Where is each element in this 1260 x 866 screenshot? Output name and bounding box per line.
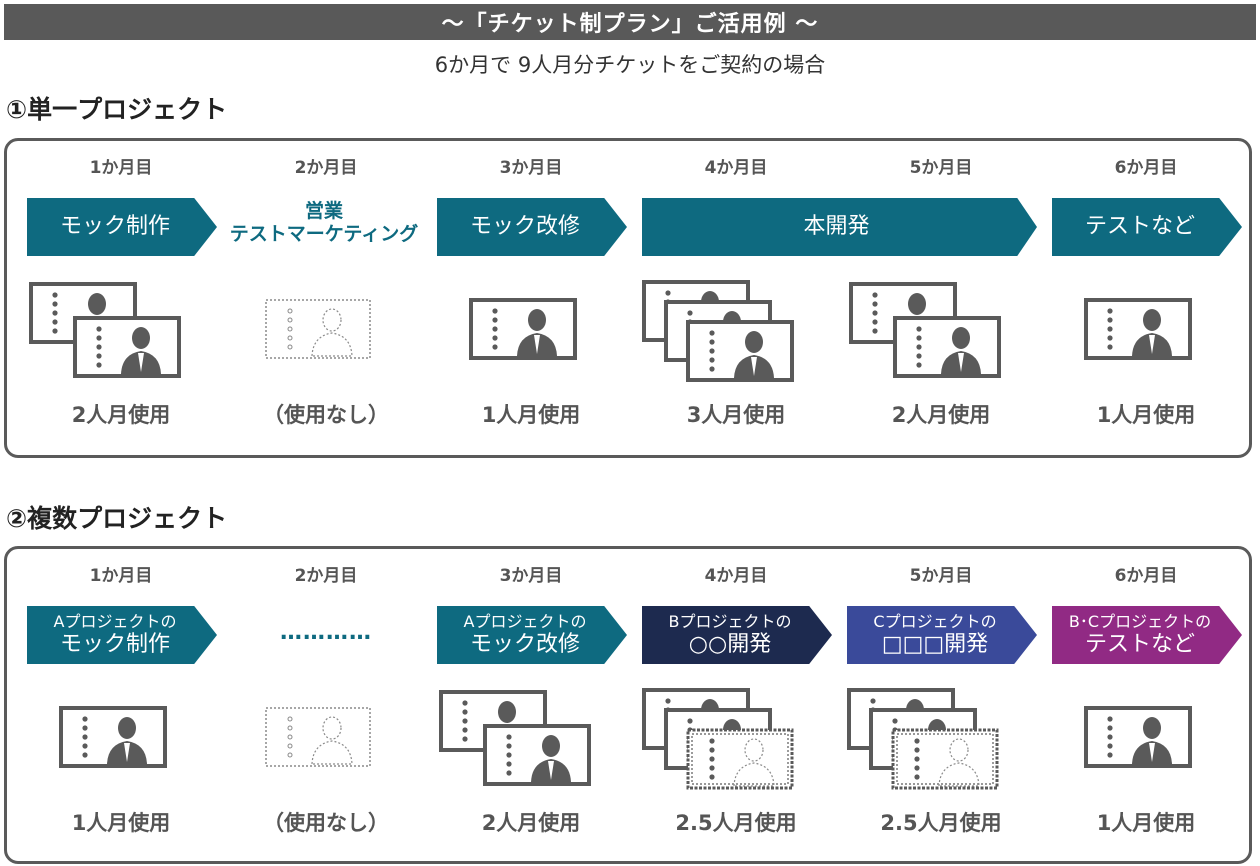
ticket-icon-s0-m5-0 — [1084, 298, 1192, 360]
usage-label-s0-m2: 1人月使用 — [481, 403, 581, 427]
month-label-s1-m0: 1か月目 — [89, 566, 153, 586]
month-label-s0-m2: 3か月目 — [499, 158, 563, 178]
activity-label-s1-m5-line1: テストなど — [1084, 631, 1195, 657]
ticket-stack-s0-m4 — [849, 282, 1001, 378]
month-label-s1-m2: 3か月目 — [499, 566, 563, 586]
ticket-stack-s1-m2 — [439, 690, 591, 786]
ticket-icon-s1-m4-2 — [891, 728, 999, 790]
activity-label-s0-m1-line0: 営業 — [304, 200, 343, 223]
activity-label-s0-m1-line1: テストマーケティング — [229, 223, 419, 245]
ticket-stack-s0-m2 — [469, 298, 577, 360]
ticket-icon-s0-m2-0 — [469, 298, 577, 360]
usage-label-s1-m2: 2人月使用 — [481, 811, 581, 835]
usage-label-s1-m5: 1人月使用 — [1096, 811, 1196, 835]
activity-label-s0-m0-line0: モック制作 — [59, 214, 170, 240]
ticket-stack-s1-m0 — [59, 706, 167, 768]
month-label-s0-m5: 6か月目 — [1114, 158, 1178, 178]
ticket-icon-s0-m0-1 — [73, 316, 181, 378]
ticket-stack-s0-m1 — [265, 299, 371, 359]
ticket-icon-s0-m3-2 — [686, 320, 794, 382]
activity-arrow-s1-m2: Aプロジェクトのモック改修 — [437, 606, 627, 664]
usage-label-s0-m0: 2人月使用 — [71, 403, 171, 427]
ticket-stack-s0-m5 — [1084, 298, 1192, 360]
activity-arrow-s0-m5: テストなど — [1052, 198, 1242, 256]
ticket-icon-s1-m5-0 — [1084, 706, 1192, 768]
activity-label-s1-m3-line1: ○○開発 — [688, 631, 772, 657]
usage-label-s0-m5: 1人月使用 — [1096, 403, 1196, 427]
ticket-stack-s1-m3 — [642, 688, 794, 790]
activity-label-s1-m2-line0: Aプロジェクトの — [463, 612, 587, 632]
activity-label-s1-m0-line1: モック制作 — [59, 631, 170, 657]
ticket-stack-s0-m0 — [29, 282, 181, 378]
month-label-s1-m4: 5か月目 — [909, 566, 973, 586]
activity-label-s0-m3-line0: 本開発 — [803, 214, 870, 240]
activity-label-s1-m0-line0: Aプロジェクトの — [53, 612, 177, 632]
month-label-s0-m0: 1か月目 — [89, 158, 153, 178]
section-title-multiple: ②複数プロジェクト — [6, 504, 228, 533]
usage-label-s1-m3: 2.5人月使用 — [675, 811, 797, 835]
usage-label-s0-m1: （使用なし） — [263, 403, 389, 427]
month-label-s1-m1: 2か月目 — [294, 566, 358, 586]
month-label-s1-m3: 4か月目 — [704, 566, 768, 586]
ticket-stack-s1-m1 — [265, 707, 371, 767]
activity-arrow-s1-m0: Aプロジェクトのモック制作 — [27, 606, 217, 664]
activity-label-s1-m4-line0: Cプロジェクトの — [873, 612, 997, 632]
activity-arrow-s0-m3: 本開発 — [642, 198, 1037, 256]
ticket-icon-s1-m1-0 — [265, 707, 371, 767]
activity-arrow-s1-m3: Bプロジェクトの○○開発 — [642, 606, 832, 664]
ticket-icon-s1-m0-0 — [59, 706, 167, 768]
activity-label-s1-m2-line1: モック改修 — [469, 631, 580, 657]
ticket-stack-s0-m3 — [642, 280, 794, 382]
subtitle: 6か月で 9人月分チケットをご契約の場合 — [434, 53, 826, 77]
usage-label-s1-m4: 2.5人月使用 — [880, 811, 1002, 835]
month-label-s0-m4: 5か月目 — [909, 158, 973, 178]
ticket-stack-s1-m5 — [1084, 706, 1192, 768]
activity-label-s1-m5-line0: B･Cプロジェクトの — [1068, 612, 1212, 632]
ticket-icon-s1-m3-2 — [686, 728, 794, 790]
activity-arrow-s0-m2: モック改修 — [437, 198, 627, 256]
activity-label-s0-m2-line0: モック改修 — [469, 214, 580, 240]
panel-single-project: 1か月目モック制作 2人月使用 2か月目営業テストマーケティング （使用なし） 3か月目… — [4, 138, 1252, 458]
usage-label-s1-m1: （使用なし） — [263, 811, 389, 835]
activity-label-s1-m4-line1: □□□開発 — [881, 631, 989, 657]
section-title-single: ①単一プロジェクト — [6, 95, 228, 124]
title-banner: 〜「チケット制プラン」ご活用例 〜 — [4, 4, 1256, 40]
activity-arrow-s0-m0: モック制作 — [27, 198, 217, 256]
usage-label-s0-m4: 2人月使用 — [891, 403, 991, 427]
ticket-stack-s1-m4 — [847, 688, 999, 790]
month-label-s0-m3: 4か月目 — [704, 158, 768, 178]
activity-label-plain-s0-m1: 営業テストマーケティング — [224, 194, 424, 252]
ticket-icon-s0-m4-1 — [893, 316, 1001, 378]
activity-arrow-s1-m4: Cプロジェクトの□□□開発 — [847, 606, 1037, 664]
activity-dots-s1-m1: ………… — [280, 620, 372, 645]
ticket-icon-s0-m1-0 — [265, 299, 371, 359]
activity-label-s1-m3-line0: Bプロジェクトの — [668, 612, 792, 632]
activity-label-s0-m5-line0: テストなど — [1084, 214, 1195, 240]
ticket-icon-s1-m2-1 — [483, 724, 591, 786]
usage-label-s0-m3: 3人月使用 — [686, 403, 786, 427]
activity-arrow-s1-m5: B･Cプロジェクトのテストなど — [1052, 606, 1242, 664]
month-label-s1-m5: 6か月目 — [1114, 566, 1178, 586]
month-label-s0-m1: 2か月目 — [294, 158, 358, 178]
usage-label-s1-m0: 1人月使用 — [71, 811, 171, 835]
